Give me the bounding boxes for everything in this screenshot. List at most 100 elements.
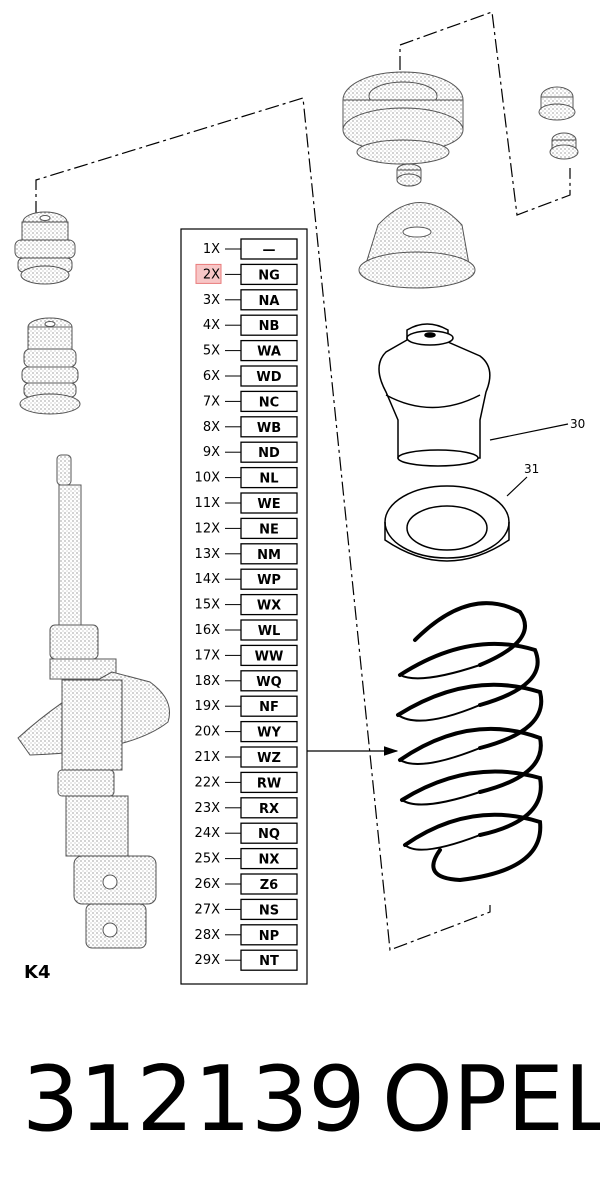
variant-code-box xyxy=(240,619,298,641)
variant-qty: 5X xyxy=(203,344,220,359)
variant-code: NX xyxy=(259,853,280,868)
variant-qty: 16X xyxy=(195,623,221,638)
variant-code: WX xyxy=(257,599,281,614)
variant-code: WY xyxy=(257,726,281,741)
variant-code-box xyxy=(240,593,298,616)
variant-qty: 15X xyxy=(195,598,221,613)
variant-qty: 7X xyxy=(203,394,220,409)
leader-lines xyxy=(35,11,571,951)
variant-code: WL xyxy=(258,624,281,639)
variant-qty: 22X xyxy=(195,775,221,790)
variant-code: — xyxy=(263,243,276,258)
variant-code-box xyxy=(240,466,298,489)
variant-code-box xyxy=(240,797,298,819)
part-number: 312139 xyxy=(22,1047,366,1152)
variant-code: ND xyxy=(258,446,280,461)
mount-nut xyxy=(396,163,422,187)
variant-code: WB xyxy=(257,421,281,436)
variant-code: Z6 xyxy=(260,878,278,893)
variant-code-box xyxy=(240,543,298,565)
variant-qty: 29X xyxy=(195,953,221,968)
variant-code-box xyxy=(240,492,298,514)
dust-boot xyxy=(378,323,491,467)
variant-qty: 8X xyxy=(203,420,220,435)
variant-code: NM xyxy=(257,548,281,563)
variant-code-box xyxy=(240,390,298,413)
variant-code-box xyxy=(240,517,298,540)
variant-qty: 11X xyxy=(195,496,221,511)
variant-qty: 21X xyxy=(195,750,221,765)
variant-code-box xyxy=(240,644,298,667)
callout-lines xyxy=(489,423,569,497)
variant-qty: 26X xyxy=(195,877,221,892)
variant-qty: 1X xyxy=(203,242,220,257)
variant-code-box xyxy=(240,263,298,286)
bump-stop-lower xyxy=(19,317,81,415)
variant-qty: 28X xyxy=(195,928,221,943)
variant-qty: 27X xyxy=(195,902,221,917)
variant-code: NS xyxy=(259,903,279,918)
variant-qty: 6X xyxy=(203,369,220,384)
variant-code-box xyxy=(240,441,298,463)
variant-code-box xyxy=(240,238,298,260)
strut-bearing xyxy=(358,202,476,289)
variant-code-box xyxy=(240,365,298,387)
variant-code: NE xyxy=(259,522,279,537)
variant-code-box xyxy=(240,746,298,768)
variant-code-box xyxy=(240,314,298,336)
variant-qty: 3X xyxy=(203,293,220,308)
variant-code-box xyxy=(240,289,298,311)
variant-qty: 23X xyxy=(195,801,221,816)
variant-qty: 20X xyxy=(195,725,221,740)
highlighted-row-marker xyxy=(195,263,222,284)
variant-code: NF xyxy=(259,700,279,715)
brand-name: OPEL xyxy=(382,1047,600,1152)
variant-code: WD xyxy=(256,370,281,385)
variant-code-box xyxy=(240,720,298,743)
variant-code: WE xyxy=(257,497,280,512)
variant-code-box xyxy=(240,670,298,692)
dust-caps xyxy=(538,86,579,160)
variant-code-box xyxy=(240,949,298,971)
variant-qty: 13X xyxy=(195,547,221,562)
variant-code-box xyxy=(240,416,298,438)
variant-code-box xyxy=(240,847,298,870)
variant-code-box xyxy=(240,568,298,590)
variant-code-box xyxy=(240,873,298,895)
coil-spring xyxy=(396,601,544,883)
variant-code: NB xyxy=(259,319,280,334)
variant-code: NP xyxy=(259,929,279,944)
variant-code: WP xyxy=(257,573,281,588)
variant-qty: 17X xyxy=(195,648,221,663)
variant-code-box xyxy=(240,898,298,921)
variant-qty: 25X xyxy=(195,852,221,867)
variant-code: RX xyxy=(259,802,279,817)
strut-assembly xyxy=(17,454,170,949)
variant-code: RW xyxy=(257,776,281,791)
variant-code: WW xyxy=(255,649,284,664)
section-label: K4 xyxy=(24,962,50,983)
variant-qty: 24X xyxy=(195,826,221,841)
variant-code: WZ xyxy=(257,751,281,766)
variant-qty: 14X xyxy=(195,572,221,587)
variant-qty: 4X xyxy=(203,318,220,333)
variant-code: NC xyxy=(259,395,279,410)
variant-code-box xyxy=(240,771,298,794)
variant-code: NQ xyxy=(258,827,280,842)
spring-seat xyxy=(384,485,510,562)
callout-31: 31 xyxy=(524,462,539,476)
variant-code: NL xyxy=(259,472,278,487)
variant-code-box xyxy=(240,695,298,717)
variant-code: WA xyxy=(257,345,281,360)
variant-qty: 9X xyxy=(203,445,220,460)
variant-code: WQ xyxy=(256,675,281,690)
callout-30: 30 xyxy=(570,417,585,431)
top-mount-plate xyxy=(342,71,464,165)
variant-qty: 18X xyxy=(195,674,221,689)
variant-code-box xyxy=(240,924,298,946)
variant-qty: 2X xyxy=(203,267,220,282)
variant-code-box xyxy=(240,339,298,362)
variant-qty: 12X xyxy=(195,521,221,536)
